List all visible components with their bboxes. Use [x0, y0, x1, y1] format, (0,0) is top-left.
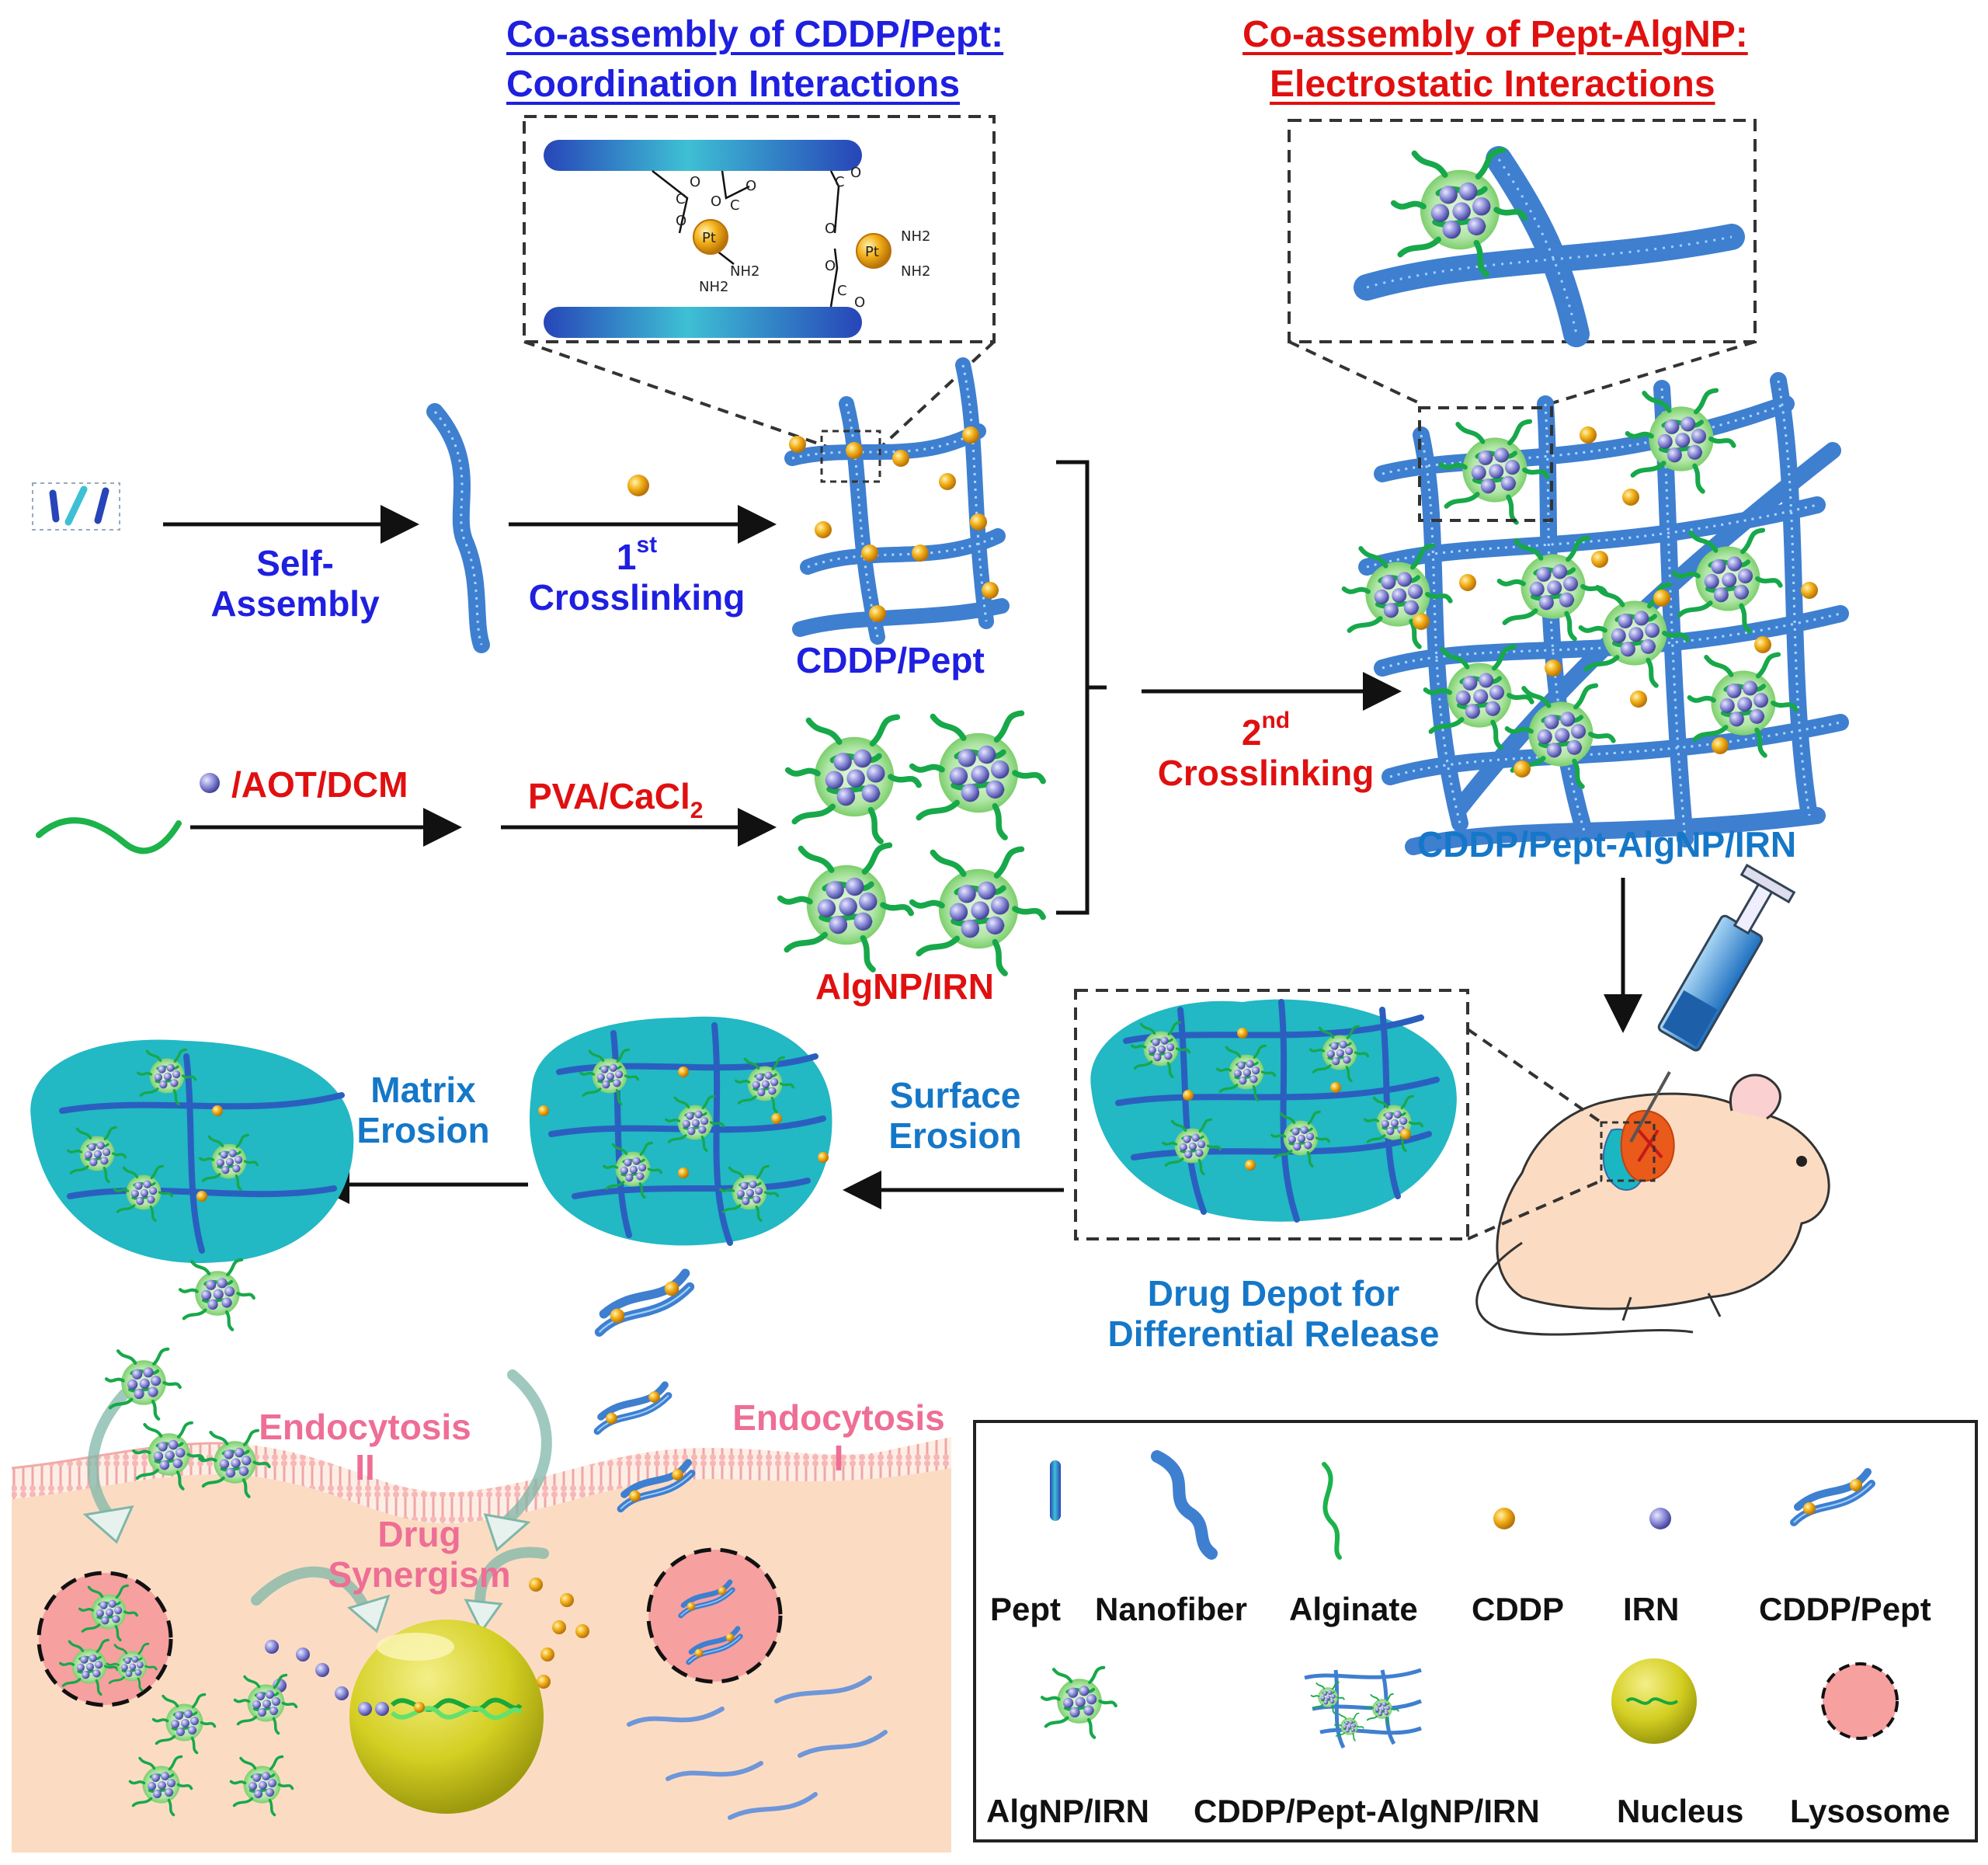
legend-label-cddp: CDDP [1472, 1591, 1565, 1627]
svg-text:O: O [690, 174, 700, 190]
legend-label-lysosome: Lysosome [1790, 1793, 1951, 1829]
svg-text:O: O [825, 221, 836, 237]
svg-text:O: O [854, 294, 865, 311]
svg-text:C: C [837, 283, 847, 299]
mouse-illustration [1475, 1073, 1830, 1336]
lysosome-left [36, 1571, 173, 1707]
legend-label-nanofiber: Nanofiber [1095, 1591, 1248, 1627]
svg-text:O: O [676, 213, 686, 229]
svg-text:O: O [711, 193, 721, 210]
irn-icon [200, 773, 220, 793]
nh2-label: NH2 [730, 263, 759, 280]
svg-text:O: O [825, 258, 836, 274]
left-header-line2: Coordination Interactions [506, 64, 961, 105]
lysosome-right [646, 1547, 783, 1684]
svg-text:C: C [730, 197, 740, 214]
composite-network [1344, 372, 1849, 855]
first-crosslinking-label: 1st Crosslinking [528, 532, 746, 618]
nucleus [349, 1620, 544, 1814]
pt-label: Pt [702, 230, 716, 246]
legend-icons [1042, 1450, 1899, 1749]
alginate-icon [36, 817, 182, 854]
legend-label-pept: Pept [990, 1591, 1062, 1627]
matrix-erosion-depot [30, 1039, 354, 1264]
cddp-pept-label: CDDP/Pept [796, 640, 985, 680]
left-header-line1: Co-assembly of CDDP/Pept: [506, 14, 1004, 55]
legend-label-irn: IRN [1623, 1591, 1680, 1627]
svg-text:O: O [850, 165, 861, 181]
pept-icon [32, 482, 120, 531]
nanofiber-icon [426, 403, 490, 653]
legend-label-alginate: Alginate [1289, 1591, 1418, 1627]
nh2-label: NH2 [901, 263, 930, 280]
aot-dcm-label: /AOT/DCM [231, 764, 408, 805]
legend-box [973, 1420, 1978, 1842]
second-crosslinking-label: 2nd Crosslinking [1157, 708, 1375, 793]
syringe-icon [1629, 863, 1796, 1143]
svg-text:C: C [676, 191, 686, 207]
legend-label-nucleus: Nucleus [1617, 1793, 1744, 1829]
right-header-line2: Electrostatic Interactions [1270, 64, 1715, 105]
legend-label-algnp-irn: AlgNP/IRN [986, 1793, 1149, 1829]
self-assembly-label: Self-Assembly [210, 543, 380, 624]
nh2-label: NH2 [901, 228, 930, 245]
cddp-pept-network [784, 357, 1010, 645]
surface-erosion-depot [530, 1016, 832, 1246]
svg-text:C: C [835, 174, 845, 190]
pva-cacl2-label: PVA/CaCl2 [528, 776, 704, 823]
right-header-line1: Co-assembly of Pept-AlgNP: [1242, 14, 1748, 55]
svg-text:O: O [746, 178, 756, 194]
membrane-extra [11, 1442, 249, 1470]
legend-label-composite: CDDP/Pept-AlgNP/IRN [1194, 1793, 1540, 1829]
nh2-label: NH2 [699, 279, 728, 295]
composite-label: CDDP/Pept-AlgNP/IRN [1417, 824, 1797, 865]
algnp-irn-group [780, 713, 1044, 973]
legend-label-cddp-pept: CDDP/Pept [1759, 1591, 1931, 1627]
algnp-irn-label: AlgNP/IRN [815, 966, 994, 1007]
drug-depot [1090, 999, 1457, 1223]
cddp-icon [627, 475, 649, 496]
pt-label: Pt [865, 244, 879, 260]
